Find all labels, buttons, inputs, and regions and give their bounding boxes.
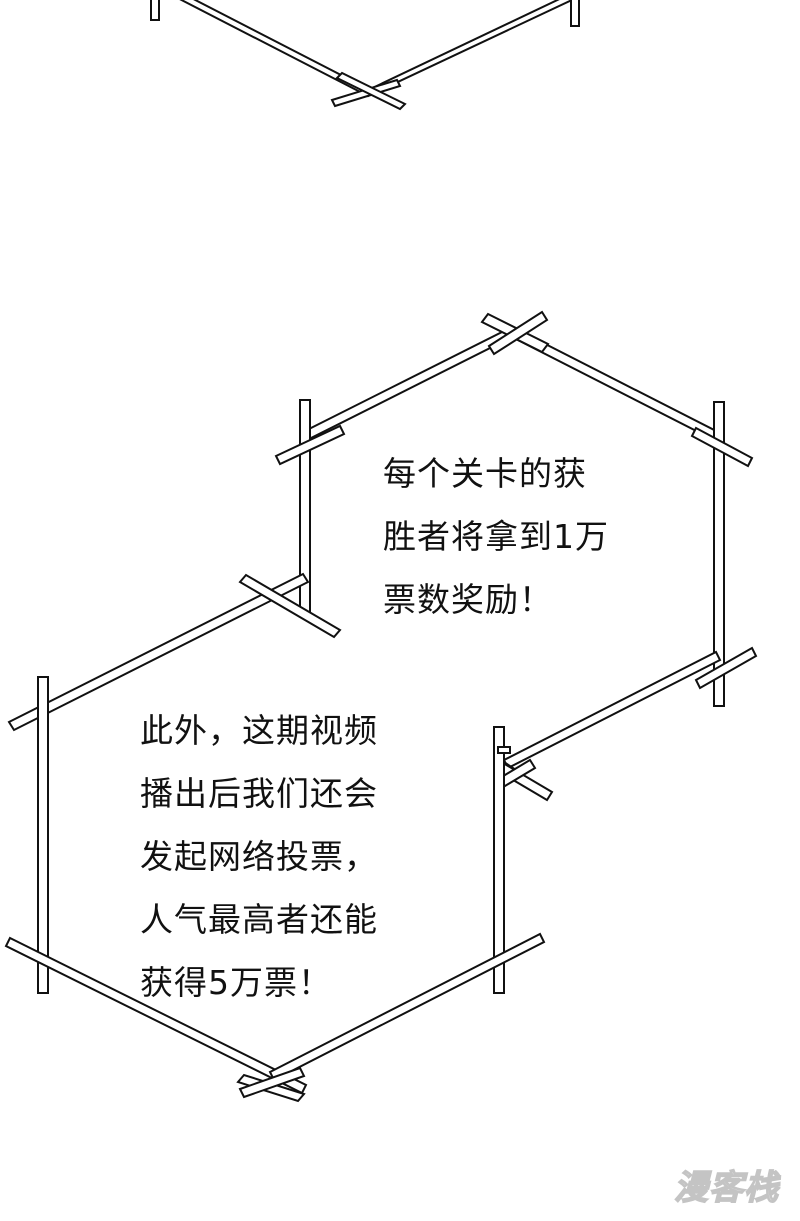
left-hex-right-side bbox=[493, 726, 505, 994]
top-hexagon-bottom-cross-b bbox=[335, 71, 407, 111]
bubble-line: 票数奖励！ bbox=[383, 580, 553, 619]
bubble-line: 此外，这期视频 bbox=[140, 711, 378, 750]
site-watermark: 漫客栈 bbox=[673, 1167, 779, 1209]
bubble-line: 胜者将拿到1万 bbox=[383, 517, 609, 556]
right-hex-top-cross-b bbox=[487, 310, 549, 356]
right-hex-right-side bbox=[713, 401, 725, 707]
left-hexagon-frame bbox=[4, 572, 546, 1103]
bubble-line: 人气最高者还能 bbox=[140, 900, 378, 939]
top-hexagon-right-post bbox=[570, 0, 580, 27]
top-hexagon-frame bbox=[150, 0, 580, 111]
bubble-text-right: 每个关卡的获 胜者将拿到1万 票数奖励！ bbox=[383, 442, 609, 631]
bubble-line: 获得5万票！ bbox=[140, 963, 332, 1002]
right-hexagon-frame bbox=[274, 310, 758, 802]
right-hex-lower-right-cross bbox=[694, 646, 758, 690]
right-hex-upper-left-cross bbox=[274, 424, 346, 466]
left-hex-upper-cross bbox=[238, 573, 342, 639]
left-hex-bottom-cross-b bbox=[238, 1066, 306, 1099]
left-hex-left-side bbox=[37, 676, 49, 994]
top-hexagon-left-post bbox=[150, 0, 160, 21]
bubble-text-left: 此外，这期视频 播出后我们还会 发起网络投票， 人气最高者还能 获得5万票！ bbox=[140, 699, 378, 1014]
left-hex-right-inner-line bbox=[497, 746, 511, 754]
left-hex-fill bbox=[44, 590, 498, 1077]
right-hex-fill bbox=[305, 331, 718, 765]
right-hex-upper-right-cross bbox=[690, 426, 754, 468]
bubble-line: 每个关卡的获 bbox=[383, 454, 587, 493]
bubble-line: 播出后我们还会 bbox=[140, 774, 378, 813]
left-hex-top-left-edge bbox=[7, 572, 310, 732]
bubble-line: 发起网络投票， bbox=[140, 837, 378, 876]
